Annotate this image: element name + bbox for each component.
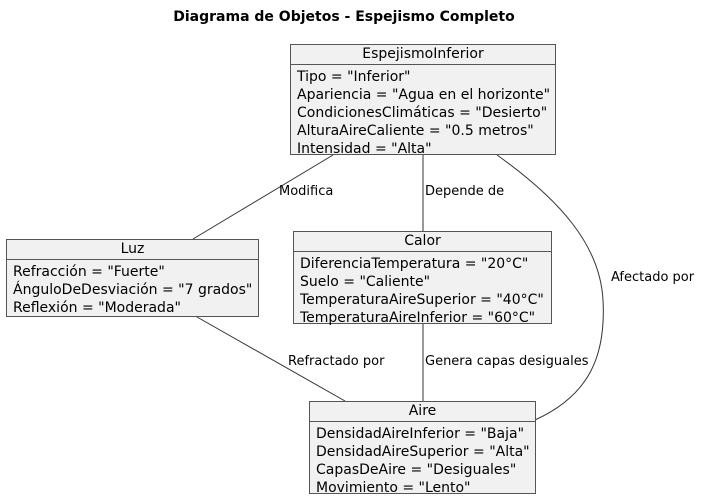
object-name: Luz [7,240,258,260]
object-attribute: Reflexión = "Moderada" [13,300,181,316]
object-attribute: Tipo = "Inferior" [297,69,411,85]
object-attribute: Apariencia = "Agua en el horizonte" [297,87,551,103]
diagram-title: Diagrama de Objetos - Espejismo Completo [173,9,515,25]
object-name: EspejismoInferior [291,45,555,65]
object-attribute: CondicionesClimáticas = "Desierto" [297,105,548,121]
object-attribute: Suelo = "Caliente" [300,274,431,290]
object-attribute: TemperaturaAireSuperior = "40°C" [300,292,544,308]
edge-modifica [192,154,334,240]
object-attribute: DiferenciaTemperatura = "20°C" [300,256,529,272]
edge-refractado-por [196,316,346,402]
object-name: Calor [294,232,551,252]
edge-label-afectado-por: Afectado por [611,270,695,285]
object-attribute: CapasDeAire = "Desiguales" [316,462,517,478]
edge-afectado-por [496,154,604,421]
object-aire[interactable]: Aire DensidadAireInferior = "Baja" Densi… [309,401,536,496]
object-attribute: TemperaturaAireInferior = "60°C" [300,310,536,326]
edge-label-refractado-por: Refractado por [288,354,385,369]
object-espejismo-inferior[interactable]: EspejismoInferior Tipo = "Inferior" Apar… [290,44,556,157]
object-attribute: Intensidad = "Alta" [297,141,432,157]
object-name: Aire [310,402,535,422]
object-attribute: ÁnguloDeDesviación = "7 grados" [13,282,253,298]
edge-label-genera-capas: Genera capas desiguales [425,354,589,369]
object-calor[interactable]: Calor DiferenciaTemperatura = "20°C" Sue… [293,231,552,326]
edge-label-modifica: Modifica [279,184,334,199]
object-attribute: DensidadAireSuperior = "Alta" [316,444,530,460]
object-attribute: AlturaAireCaliente = "0.5 metros" [297,123,534,139]
object-attribute: DensidadAireInferior = "Baja" [316,426,525,442]
object-attribute: Movimiento = "Lento" [316,480,471,496]
object-attribute: Refracción = "Fuerte" [13,264,165,280]
edge-label-depende-de: Depende de [425,184,505,199]
object-luz[interactable]: Luz Refracción = "Fuerte" ÁnguloDeDesvia… [6,239,259,317]
